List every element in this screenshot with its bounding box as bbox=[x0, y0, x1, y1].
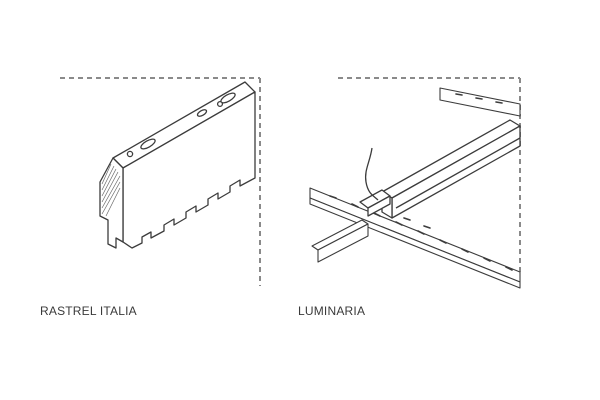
rastrel-profile bbox=[99, 81, 256, 249]
caption-rastrel-italia: RASTREL ITALIA bbox=[40, 304, 137, 318]
power-cable bbox=[364, 147, 379, 201]
dashed-boundary bbox=[60, 77, 261, 286]
ceiling-rails bbox=[309, 87, 521, 289]
luminaria-figure bbox=[300, 70, 530, 290]
rail-slots-lower bbox=[403, 217, 431, 229]
dashed-boundary bbox=[338, 77, 521, 276]
rastrel-italia-figure bbox=[50, 70, 270, 290]
end-hatching bbox=[101, 163, 121, 217]
caption-luminaria: LUMINARIA bbox=[298, 304, 366, 318]
luminaire bbox=[359, 119, 521, 219]
luminaire-on-rail-illustration bbox=[309, 77, 521, 289]
rail-slots bbox=[329, 93, 513, 271]
rastrel-profile-illustration bbox=[60, 77, 261, 286]
